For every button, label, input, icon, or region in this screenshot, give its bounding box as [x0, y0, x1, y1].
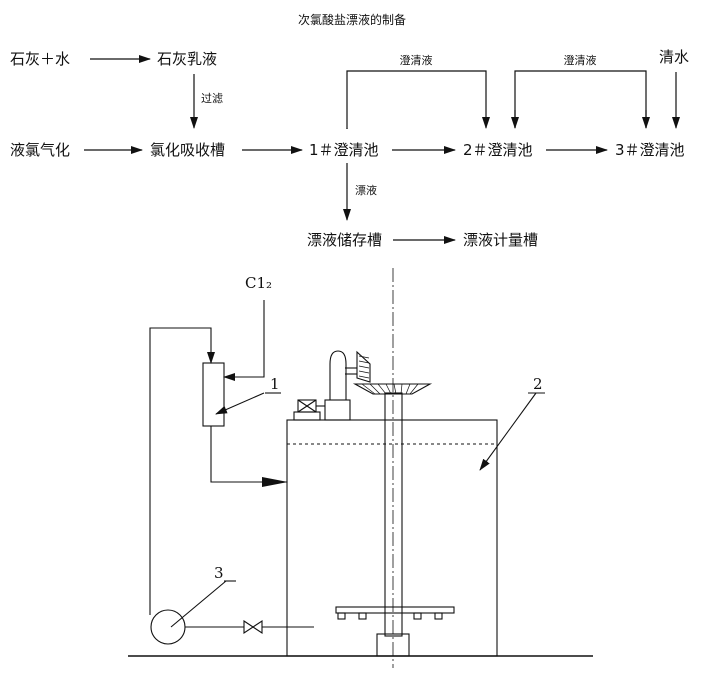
shaft-bearing	[376, 633, 410, 657]
clean-water-label: 清水	[659, 48, 689, 66]
pool2-label: 2＃澄清池	[463, 141, 533, 159]
diagram-title: 次氯酸盐漂液的制备	[298, 12, 406, 27]
clear-liquid-label-2: 澄清液	[564, 53, 597, 67]
chlorine-inlet-label: C1₂	[245, 274, 272, 292]
lime-water-label: 石灰＋水	[10, 50, 70, 68]
agitator-shaft	[384, 392, 403, 637]
absorption-tank-label: 氯化吸收槽	[150, 141, 225, 159]
pool1-label: 1＃澄清池	[309, 141, 379, 159]
liquid-chlorine-label: 液氯气化	[10, 141, 70, 159]
apparatus-drawing	[128, 268, 593, 668]
pool3-label: 3＃澄清池	[615, 141, 685, 159]
absorption-tank-body	[286, 419, 498, 657]
column-to-tank-pipe	[210, 426, 288, 487]
bleach-label: 漂液	[355, 183, 377, 197]
storage-tank-label: 漂液储存槽	[307, 231, 382, 249]
valve-base	[293, 411, 321, 421]
arrow-clear-liquid-2	[514, 70, 647, 128]
filter-label: 过滤	[201, 92, 223, 105]
lime-milk-label: 石灰乳液	[157, 50, 217, 68]
motor-housing	[329, 350, 347, 400]
recycle-pipe	[149, 327, 215, 615]
leader-2	[479, 392, 537, 471]
callout-3: 3	[214, 564, 224, 582]
agitator-blade-tips	[337, 612, 443, 620]
chlorine-inlet-pipe	[223, 300, 265, 381]
pump	[150, 609, 186, 645]
metering-tank-label: 漂液计量槽	[463, 231, 538, 249]
motor-base	[324, 399, 351, 421]
leader-1	[215, 392, 265, 415]
clear-liquid-label-1: 澄清液	[400, 53, 433, 67]
agitator-blade	[335, 606, 455, 614]
valve-icon	[243, 619, 263, 635]
leader-3	[170, 580, 227, 628]
pinion-gear	[356, 350, 371, 383]
absorber-column	[202, 362, 225, 427]
callout-1: 1	[270, 375, 280, 393]
arrow-clear-liquid-1	[346, 70, 490, 129]
callout-2: 2	[533, 375, 543, 393]
bevel-gear	[352, 383, 433, 395]
